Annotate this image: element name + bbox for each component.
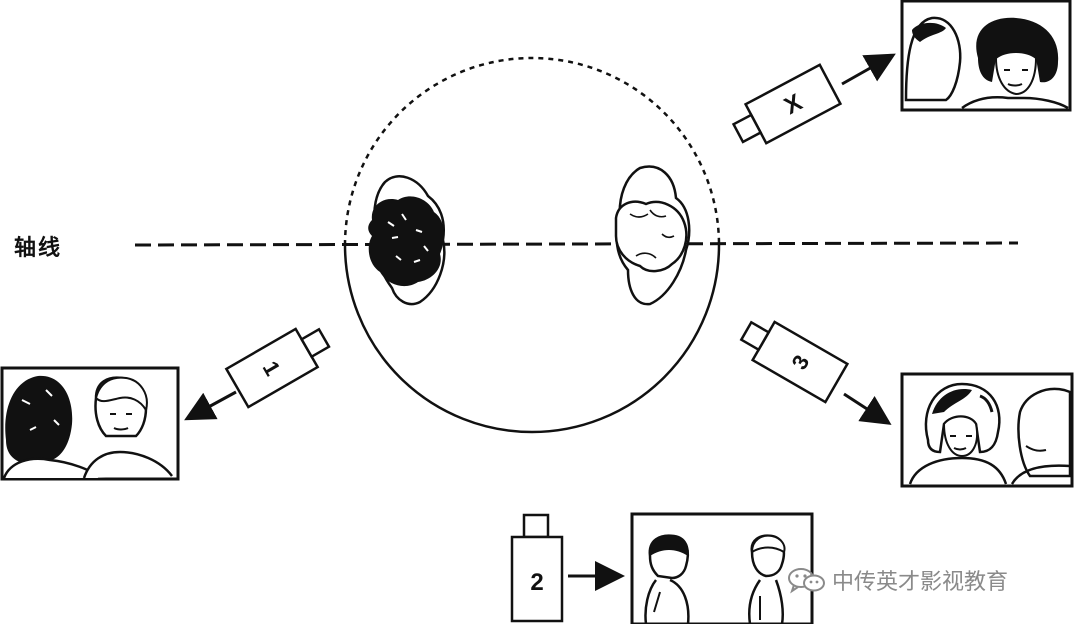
arrow-camera-3 <box>844 394 884 420</box>
arrow-camera-x <box>842 58 888 84</box>
watermark-text: 中传英才影视教育 <box>832 564 1008 596</box>
camera-2-label: 2 <box>530 569 543 596</box>
axis-line <box>135 243 1018 245</box>
axis-label: 轴线 <box>14 230 62 262</box>
character-left-top-view <box>368 176 444 304</box>
camera-2: 2 <box>512 515 562 621</box>
camera-x: X <box>728 65 840 153</box>
frame-3 <box>902 374 1072 486</box>
arrow-camera-1 <box>192 392 236 416</box>
frame-1 <box>2 368 178 479</box>
camera-1: 1 <box>226 319 335 407</box>
frame-2 <box>632 514 812 624</box>
watermark: 中传英才影视教育 <box>786 564 1008 596</box>
wechat-icon <box>786 566 826 594</box>
camera-3: 3 <box>735 312 847 402</box>
character-right-top-view <box>616 167 689 305</box>
frame-x <box>902 1 1070 110</box>
